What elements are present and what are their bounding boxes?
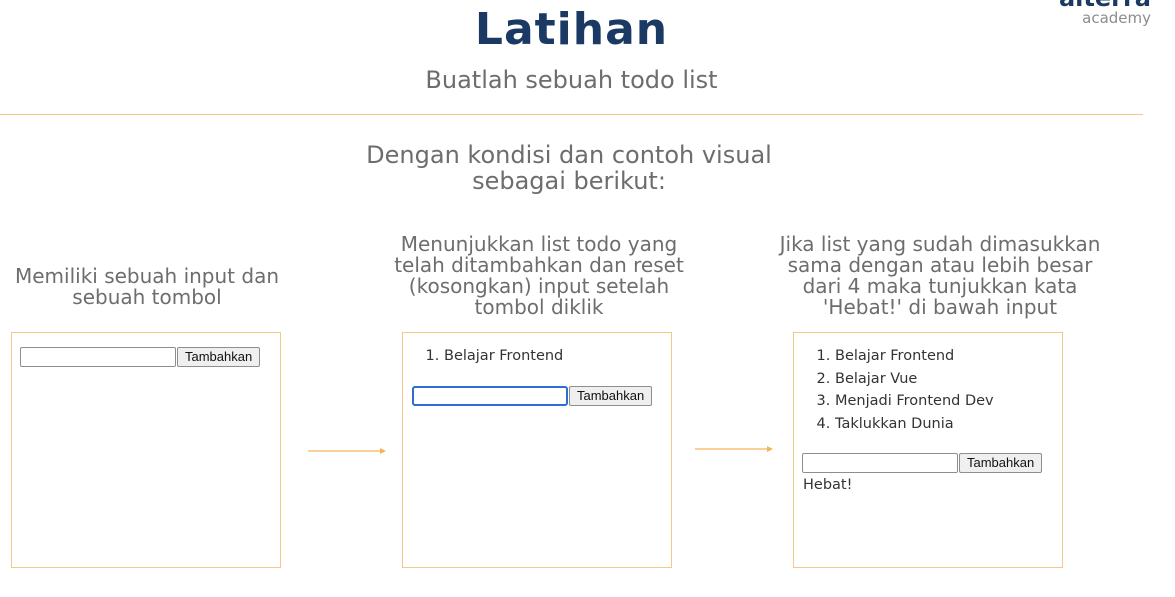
- todo-form: Tambahkan: [802, 453, 1043, 473]
- todo-form: Tambahkan: [412, 386, 653, 406]
- add-button[interactable]: Tambahkan: [177, 347, 261, 367]
- todo-form: Tambahkan: [20, 347, 261, 367]
- slide-subtitle: Buatlah sebuah todo list: [425, 66, 718, 94]
- intro-text: Dengan kondisi dan contoh visual sebagai…: [366, 141, 772, 195]
- caption-step-3: Jika list yang sudah dimasukkan sama den…: [779, 232, 1101, 319]
- add-button[interactable]: Tambahkan: [569, 386, 653, 406]
- logo-subtext: academy: [1082, 9, 1151, 27]
- slide-title: Latihan: [474, 4, 669, 55]
- caption-step-2: Menunjukkan list todo yang telah ditamba…: [394, 232, 684, 319]
- todo-input[interactable]: [20, 347, 176, 367]
- todo-input[interactable]: [802, 453, 958, 473]
- arrow-right-icon: [695, 446, 773, 452]
- add-button[interactable]: Tambahkan: [959, 453, 1043, 473]
- list-item: Taklukkan Dunia: [835, 413, 994, 436]
- todo-list: Belajar Frontend Belajar Vue Menjadi Fro…: [794, 345, 994, 435]
- arrow-right-icon: [308, 448, 386, 454]
- alterra-logo: alterra academy: [1059, 0, 1151, 26]
- todo-input[interactable]: [412, 386, 568, 406]
- example-panel-1: Tambahkan: [11, 332, 281, 568]
- todo-list: Belajar Frontend: [403, 345, 563, 368]
- example-panel-2: Belajar Frontend Tambahkan: [402, 332, 672, 568]
- example-panel-3: Belajar Frontend Belajar Vue Menjadi Fro…: [793, 332, 1063, 568]
- list-item: Belajar Vue: [835, 368, 994, 391]
- caption-step-1: Memiliki sebuah input dan sebuah tombol: [14, 264, 280, 309]
- success-message: Hebat!: [803, 477, 853, 493]
- header-divider: [0, 114, 1143, 115]
- list-item: Belajar Frontend: [835, 345, 994, 368]
- list-item: Belajar Frontend: [444, 345, 563, 368]
- list-item: Menjadi Frontend Dev: [835, 390, 994, 413]
- logo-wordmark: alterra: [1059, 0, 1151, 10]
